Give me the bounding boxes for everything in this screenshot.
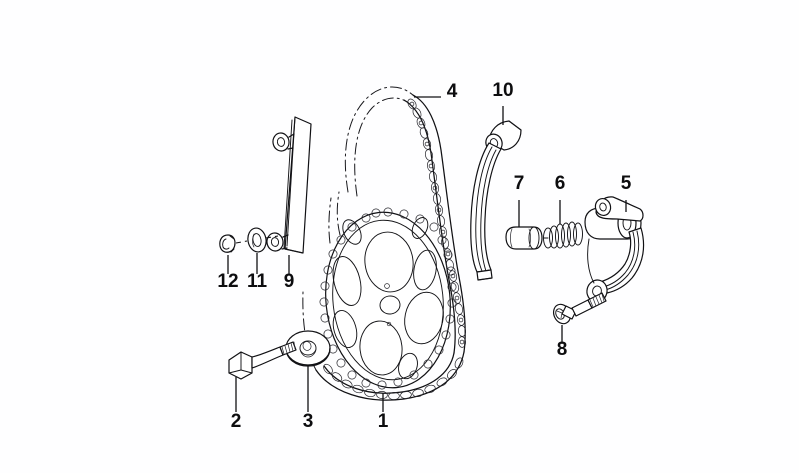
camshaft-sprocket-part-1 bbox=[319, 207, 457, 390]
callout-number-5: 5 bbox=[621, 173, 632, 194]
timing-chain-part-4 bbox=[302, 86, 466, 401]
chain-links-bottom bbox=[323, 357, 464, 400]
callout-leaders bbox=[227, 96, 627, 412]
chain-guide-rail-part-9 bbox=[266, 116, 312, 254]
callout-number-11: 11 bbox=[247, 271, 268, 292]
socket-head-bolt-part-8 bbox=[552, 292, 607, 325]
callout-number-1: 1 bbox=[378, 411, 389, 432]
callout-number-12: 12 bbox=[217, 271, 238, 292]
callout-number-7: 7 bbox=[514, 173, 525, 194]
assembly-axis-line bbox=[235, 235, 279, 244]
bolt-threads bbox=[281, 341, 296, 355]
tensioner-plunger-part-7 bbox=[505, 226, 543, 250]
callout-number-8: 8 bbox=[557, 339, 568, 360]
callout-number-4: 4 bbox=[447, 81, 458, 102]
callout-number-9: 9 bbox=[284, 271, 295, 292]
callout-number-2: 2 bbox=[231, 411, 242, 432]
tensioner-spring-part-6 bbox=[543, 221, 583, 249]
hex-bolt-part-2 bbox=[228, 341, 297, 380]
callout-number-3: 3 bbox=[303, 411, 314, 432]
tensioner-bracket-part-5 bbox=[584, 196, 645, 303]
washer-thin-part-11 bbox=[247, 227, 267, 253]
callout-number-10: 10 bbox=[492, 80, 513, 101]
sprocket-teeth bbox=[319, 207, 457, 390]
bolt-threads-8 bbox=[589, 293, 605, 308]
callout-number-6: 6 bbox=[555, 173, 566, 194]
chain-tensioner-rail-part-10 bbox=[470, 120, 522, 281]
circlip-part-12 bbox=[219, 234, 236, 253]
